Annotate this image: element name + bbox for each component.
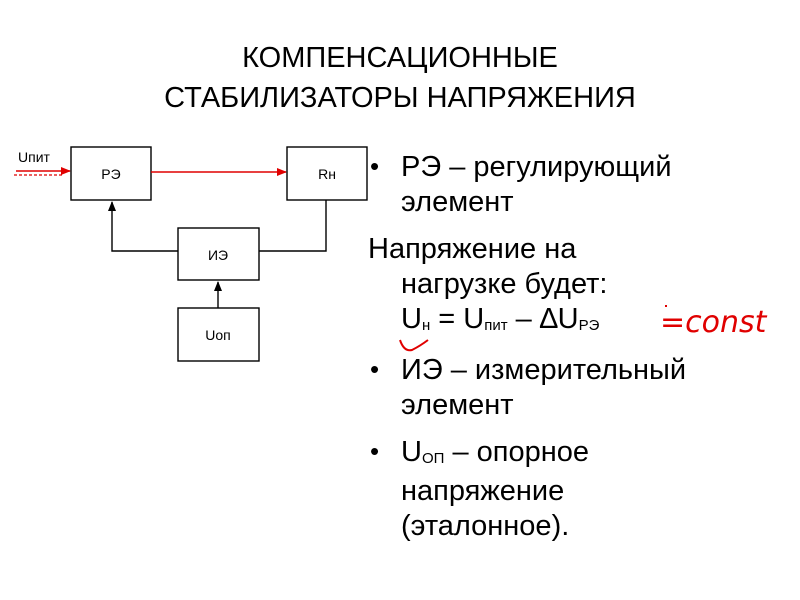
- bullet-dot-icon: •: [370, 151, 380, 181]
- bullet-re-line-2: элемент: [401, 186, 514, 218]
- bullet-item-uop: • UОП – опорное напряжение (эталонное).: [368, 435, 788, 544]
- handwritten-const: =const: [660, 305, 768, 340]
- bullet-re-line-1: РЭ – регулирующий: [401, 151, 672, 183]
- bullet-dot-icon: •: [370, 354, 380, 384]
- bullet-uop-line-2: напряжение: [401, 475, 565, 507]
- rn-block-label: Rн: [318, 166, 336, 182]
- re-block: [70, 146, 152, 201]
- ie-block: [177, 227, 260, 281]
- rn-block: [286, 146, 368, 201]
- uop-sub: ОП: [421, 450, 445, 467]
- uop-block-label: Uоп: [205, 327, 230, 343]
- title-line-2: СТАБИЛИЗАТОРЫ НАПРЯЖЕНИЯ: [164, 82, 636, 114]
- bullet-item-ie: • ИЭ – измерительный элемент: [368, 353, 788, 423]
- formula-u: U: [401, 303, 422, 335]
- bullet-ie-line-2: элемент: [401, 389, 514, 421]
- load-formula: Uн = Uпит – ∆UРЭ: [368, 302, 788, 341]
- formula-re-sub: РЭ: [578, 317, 600, 334]
- bullet-ie-line-1: ИЭ – измерительный: [401, 354, 687, 386]
- input-label: Uпит: [18, 149, 51, 165]
- formula-u-sub: н: [421, 317, 431, 334]
- formula-minus: – ∆U: [507, 303, 579, 335]
- load-voltage-block: Напряжение на нагрузке будет: Uн = Uпит …: [368, 232, 788, 341]
- bullet-uop-line-3: (эталонное).: [401, 510, 570, 542]
- bullet-dot-icon: •: [370, 436, 380, 466]
- title-line-1: КОМПЕНСАЦИОННЫЕ: [242, 42, 558, 74]
- uop-block: [177, 307, 260, 362]
- bullet-uop-line-1: UОП – опорное: [401, 435, 788, 474]
- uop-u: U: [401, 436, 422, 468]
- bullet-list: • РЭ – регулирующий элемент Напряжение н…: [368, 150, 788, 556]
- ie-block-label: ИЭ: [208, 247, 228, 263]
- ie-to-re-line: [108, 201, 178, 252]
- load-line-2: нагрузке будет:: [401, 268, 608, 300]
- slide-title: КОМПЕНСАЦИОННЫЕ СТАБИЛИЗАТОРЫ НАПРЯЖЕНИЯ: [0, 38, 800, 118]
- handwritten-underline: [399, 339, 429, 352]
- formula-mid: = U: [430, 303, 485, 335]
- bullet-item-re: • РЭ – регулирующий элемент: [368, 150, 788, 220]
- rn-to-ie-line: [259, 200, 327, 252]
- load-line-1: Напряжение на: [368, 233, 577, 265]
- re-block-label: РЭ: [101, 166, 120, 182]
- formula-pit-sub: пит: [484, 317, 508, 334]
- uop-rest: – опорное: [444, 436, 590, 468]
